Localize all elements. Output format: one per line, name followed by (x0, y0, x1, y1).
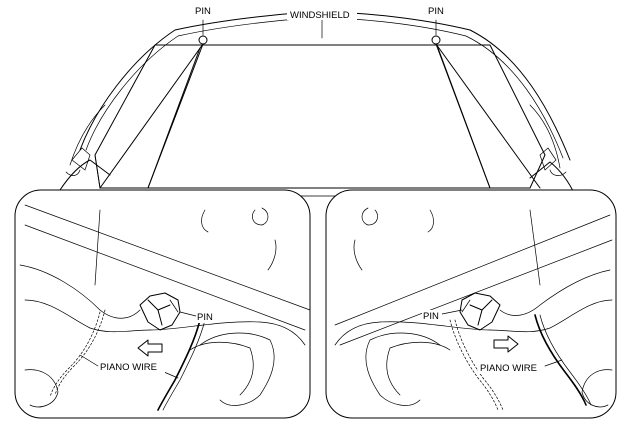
callout-lines (99, 43, 541, 189)
detail-panel-left (14, 189, 311, 419)
label-pin-right-detail: PIN (423, 311, 439, 322)
label-pin-top-right: PIN (428, 6, 444, 17)
label-pin-left-detail: PIN (197, 312, 213, 323)
label-piano-wire-right: PIANO WIRE (480, 363, 537, 374)
labels: PIN WINDSHIELD PIN PIN PIN PIANO WIRE PI… (99, 5, 544, 374)
detail-panel-right (325, 189, 617, 419)
windshield-glass (94, 44, 546, 189)
label-pin-top-left: PIN (195, 6, 211, 17)
label-windshield: WINDSHIELD (290, 10, 350, 21)
label-piano-wire-left: PIANO WIRE (100, 362, 157, 373)
